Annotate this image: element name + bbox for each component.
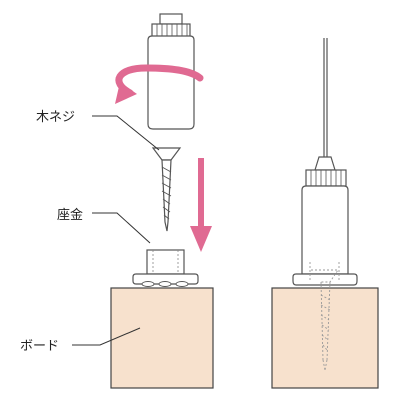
rotation-arrow (115, 64, 204, 104)
board-left (110, 287, 214, 389)
screw-label: 木ネジ (36, 110, 75, 125)
down-arrow (190, 158, 212, 252)
assembled-adapter (292, 38, 358, 286)
washer (132, 249, 199, 287)
screw-leader (92, 115, 160, 151)
adapter-left (147, 13, 195, 130)
wood-screw (151, 147, 182, 232)
washer-leader (92, 212, 151, 244)
hidden-screw (309, 262, 340, 371)
board-label: ボード (20, 339, 59, 354)
washer-label: 座金 (57, 207, 83, 223)
board-leader (72, 327, 141, 346)
